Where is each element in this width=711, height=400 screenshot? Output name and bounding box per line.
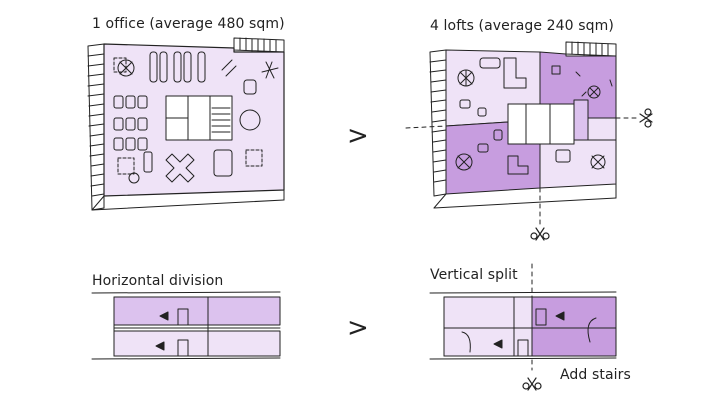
- lofts-cut-lines: [405, 117, 641, 225]
- horizontal-division-section: [91, 291, 281, 360]
- arrow-top: >: [347, 121, 369, 151]
- direction-marker: [155, 341, 165, 351]
- office-right-wall-hatching: [233, 37, 285, 53]
- scissors-icon-bottom: [530, 227, 550, 241]
- lofts-left-wall-hatching: [429, 49, 447, 197]
- scissors-icon-split: [522, 377, 542, 391]
- direction-marker: [159, 311, 169, 321]
- office-plan-label: 1 office (average 480 sqm): [92, 16, 285, 32]
- lofts-plan-label: 4 lofts (average 240 sqm): [430, 18, 614, 34]
- lofts-floorplan: [405, 41, 653, 241]
- vertical-split-label: Vertical split: [430, 267, 518, 283]
- office-floorplan: [87, 37, 285, 211]
- lofts-right-wall-hatching: [565, 41, 617, 57]
- arrow-bottom: >: [347, 313, 369, 343]
- vertical-split-section: [429, 263, 617, 371]
- office-left-wall-hatching: [87, 43, 105, 211]
- lofts-core: [507, 99, 617, 145]
- office-furniture: [113, 51, 279, 184]
- office-core: [165, 95, 233, 141]
- add-stairs-label: Add stairs: [560, 367, 631, 383]
- lofts-furniture: [455, 57, 613, 175]
- scissors-icon: [639, 108, 653, 128]
- office-bottom-edge: [91, 195, 105, 211]
- horizontal-division-label: Horizontal division: [92, 273, 224, 289]
